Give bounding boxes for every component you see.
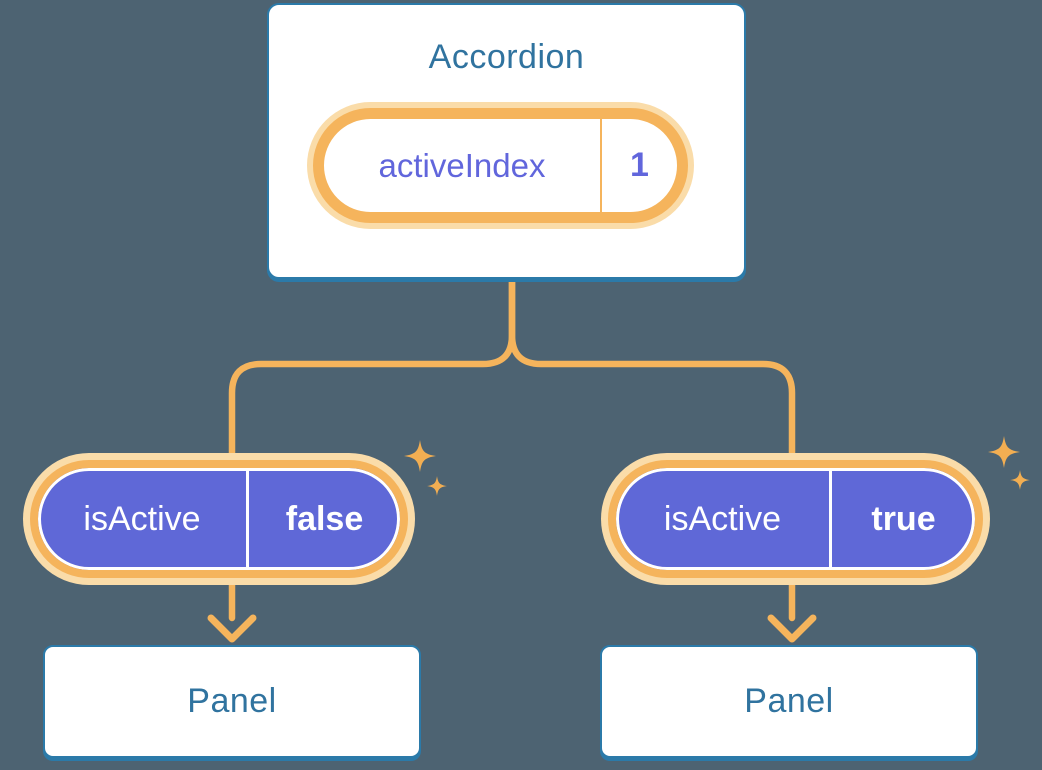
prop-pill-label: isActive: [83, 499, 201, 538]
state-pill-value: 1: [630, 146, 649, 184]
accordion-title: Accordion: [428, 38, 585, 76]
branch-line-right: [508, 272, 796, 622]
sparkle-icon: [1010, 470, 1030, 490]
state-pill-label: activeIndex: [378, 146, 546, 184]
sparkle-icon: [988, 436, 1020, 468]
prop-pill-label: isActive: [663, 499, 782, 538]
sparkle-icon: [427, 476, 447, 496]
arrowhead-down-right-icon: [767, 614, 817, 643]
arrowhead-down-left-icon: [207, 614, 257, 643]
panel-box-left: Panel: [43, 645, 421, 758]
panel-label: Panel: [744, 682, 834, 720]
pill-divider: [829, 468, 832, 570]
panel-box-right: Panel: [600, 645, 978, 758]
pill-divider: [246, 468, 249, 570]
prop-pill-value: true: [871, 499, 936, 538]
prop-pill-value: false: [285, 499, 364, 538]
is-active-pill-left: isActive false: [30, 460, 408, 578]
accordion-card: Accordion activeIndex 1: [267, 3, 746, 279]
pill-divider: [600, 119, 602, 212]
is-active-pill-right: isActive true: [608, 460, 983, 578]
panel-label: Panel: [187, 682, 277, 720]
active-index-state-pill: activeIndex 1: [313, 108, 688, 223]
sparkle-icon: [404, 440, 436, 472]
